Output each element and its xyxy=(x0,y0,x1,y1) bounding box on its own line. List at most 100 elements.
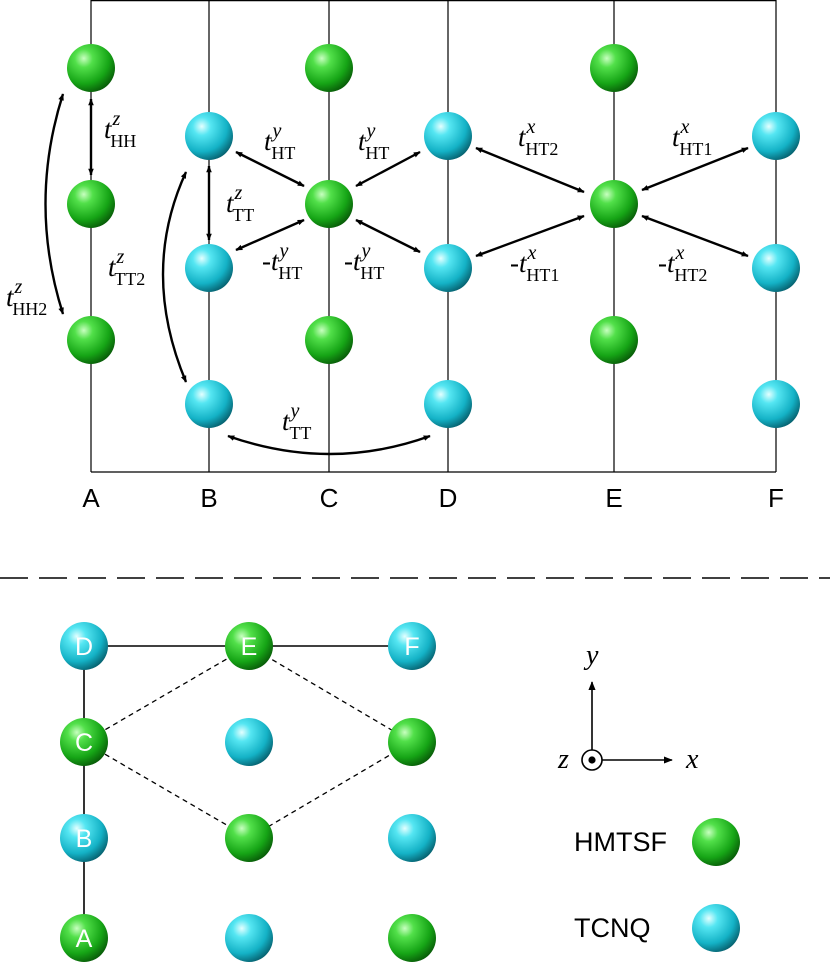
site-label-c: C xyxy=(75,729,93,757)
atom-hmtsf xyxy=(67,44,115,92)
arrow-ht-upper-left xyxy=(235,150,305,188)
column-label-a: A xyxy=(82,483,100,513)
arrow-ht-upper-right xyxy=(355,150,421,188)
atom-tcnq xyxy=(225,718,273,766)
hopping-direction: x xyxy=(526,116,536,138)
atom-tcnq xyxy=(424,380,472,428)
atom-hmtsf xyxy=(590,316,638,364)
legend-label-hmtsf: HMTSF xyxy=(574,827,667,857)
atom-tcnq xyxy=(60,622,108,670)
hopping-direction: y xyxy=(278,240,289,262)
hopping-sign: - xyxy=(510,248,519,278)
hopping-direction: x xyxy=(675,242,685,264)
atom-tcnq xyxy=(60,814,108,862)
hopping-symbol: t xyxy=(226,188,235,218)
atom-hmtsf xyxy=(305,44,353,92)
hopping-sign: - xyxy=(262,246,271,276)
hopping-symbol: t xyxy=(518,122,527,152)
atom-tcnq xyxy=(752,380,800,428)
hopping-direction: z xyxy=(14,276,23,298)
atom-hmtsf xyxy=(305,316,353,364)
atom-hmtsf xyxy=(225,622,273,670)
hopping-subscript: HH xyxy=(110,131,136,151)
arrow-ht2-upper xyxy=(475,146,585,194)
hopping-subscript: TT xyxy=(289,423,311,443)
hopping-direction: x xyxy=(680,116,690,138)
hopping-subscript: HT xyxy=(365,143,389,163)
hopping-direction: y xyxy=(365,120,376,142)
hopping-subscript: HT1 xyxy=(526,265,559,285)
hopping-sign: - xyxy=(344,246,353,276)
site-label-e: E xyxy=(241,633,258,661)
atom-hmtsf xyxy=(590,44,638,92)
arrow-ht1-lower xyxy=(475,214,585,258)
column-label-e: E xyxy=(605,483,622,513)
site-label-d: D xyxy=(75,633,93,661)
hopping-direction: z xyxy=(116,246,125,268)
hopping-subscript: HT1 xyxy=(679,139,712,159)
atom-hmtsf xyxy=(590,180,638,228)
atoms xyxy=(60,44,800,962)
atom-tcnq xyxy=(225,914,273,962)
hopping-subscript: HT2 xyxy=(674,265,707,285)
atom-hmtsf xyxy=(67,316,115,364)
hopping-symbol: t xyxy=(353,246,362,276)
legend-swatch-tcnq xyxy=(692,904,740,952)
hopping-subscript: HH2 xyxy=(12,299,47,319)
hopping-subscript: HT xyxy=(360,263,384,283)
arrow-tt2 xyxy=(161,171,188,383)
atom-hmtsf xyxy=(388,718,436,766)
hopping-direction: x xyxy=(527,242,537,264)
hopping-subscript: TT2 xyxy=(114,269,145,289)
hopping-subscript: HT xyxy=(278,263,302,283)
hopping-symbol: t xyxy=(358,126,367,156)
hopping-sign: - xyxy=(658,248,667,278)
hopping-direction: y xyxy=(271,120,282,142)
hopping-subscript: TT xyxy=(232,205,254,225)
atom-hmtsf xyxy=(60,718,108,766)
atom-tcnq xyxy=(752,112,800,160)
arrow-ht1-upper xyxy=(641,146,749,192)
atom-hmtsf xyxy=(67,180,115,228)
z-axis-label: z xyxy=(557,744,569,775)
site-label-b: B xyxy=(76,825,93,853)
column-label-c: C xyxy=(320,483,339,513)
atom-hmtsf xyxy=(388,914,436,962)
column-label-b: B xyxy=(200,483,217,513)
hopping-symbol: t xyxy=(104,114,113,144)
legend-swatch-hmtsf xyxy=(692,818,740,866)
hopping-symbol: t xyxy=(282,406,291,436)
hopping-subscript: HT2 xyxy=(525,139,558,159)
atom-tcnq xyxy=(388,622,436,670)
arrow-ht-lower-left xyxy=(235,218,305,252)
atom-tcnq xyxy=(388,814,436,862)
site-label-a: A xyxy=(76,925,93,953)
hopping-symbol: t xyxy=(6,282,15,312)
hopping-arrows xyxy=(44,93,749,764)
atom-tcnq xyxy=(185,244,233,292)
atom-hmtsf xyxy=(225,814,273,862)
hopping-direction: y xyxy=(360,240,371,262)
hopping-direction: y xyxy=(289,400,300,422)
atom-tcnq xyxy=(424,244,472,292)
atom-tcnq xyxy=(752,244,800,292)
arrow-ht-lower-right xyxy=(355,218,421,254)
hopping-symbol: t xyxy=(264,126,273,156)
atom-hmtsf xyxy=(305,180,353,228)
column-label-d: D xyxy=(439,483,458,513)
site-label-f: F xyxy=(404,633,419,661)
hopping-subscript: HT xyxy=(271,143,295,163)
y-axis-label: y xyxy=(583,640,599,671)
